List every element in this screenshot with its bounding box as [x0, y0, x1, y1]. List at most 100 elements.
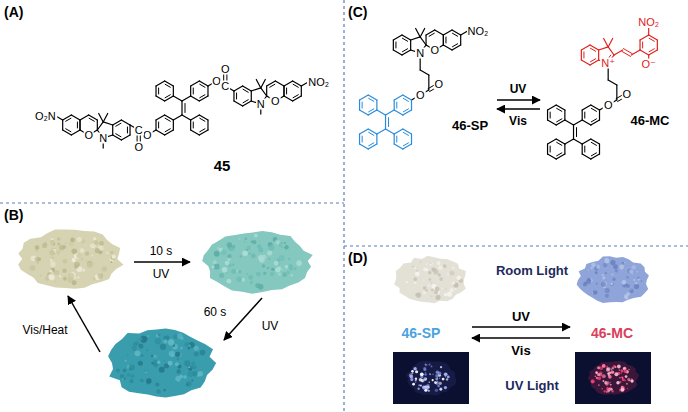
powder-grain	[425, 364, 427, 366]
bond-line	[362, 136, 363, 142]
powder-grain	[416, 270, 418, 272]
bond-line	[452, 44, 457, 47]
powder-grain	[157, 361, 160, 364]
bond-line	[420, 28, 425, 37]
bond-line	[284, 81, 293, 86]
powder-grain	[143, 336, 148, 341]
powder-grain	[450, 271, 455, 276]
powder-heap	[406, 361, 457, 396]
nitro-group: NO₂	[467, 26, 490, 37]
bond-line	[642, 42, 643, 48]
powder-grain	[227, 279, 232, 284]
bond-line	[283, 86, 284, 96]
panel-letter: (C)	[348, 4, 367, 20]
powder-grain	[607, 372, 609, 374]
label-text: Vis/Heat	[22, 323, 67, 337]
powder-grain	[259, 241, 260, 242]
reaction-arrow	[497, 108, 540, 110]
light-label: UV	[152, 268, 171, 280]
bond-line	[565, 120, 574, 125]
powder-grain	[445, 288, 447, 290]
powder-grain	[268, 258, 270, 260]
powder-grain	[418, 384, 420, 386]
bond-line	[181, 101, 182, 115]
powder-grain	[442, 288, 443, 289]
powder-grain	[146, 378, 151, 383]
powder-grain	[420, 261, 421, 262]
powder-heap	[577, 256, 649, 303]
powder-grain	[54, 270, 59, 275]
label-text: O	[430, 44, 439, 56]
powder-grain	[428, 271, 431, 274]
powder-grain	[446, 378, 448, 380]
light-label: Vis	[509, 115, 527, 127]
powder-grain	[595, 375, 596, 376]
bond-line	[191, 81, 200, 86]
light-label: Vis/Heat	[21, 324, 68, 336]
powder-grain	[251, 254, 256, 259]
powder-grain	[49, 250, 55, 256]
bond-line	[402, 49, 407, 52]
powder-grain	[606, 368, 610, 372]
powder-grain	[602, 364, 606, 368]
bond-line	[386, 129, 395, 134]
atom-label: O	[220, 64, 231, 75]
powder-grain	[151, 362, 153, 364]
powder-grain	[431, 289, 434, 292]
nitro-group: NO₂	[637, 17, 660, 28]
powder-grain	[99, 241, 104, 246]
bond-line	[396, 102, 397, 108]
powder-grain	[634, 284, 639, 289]
divider-line	[0, 202, 344, 203]
powder-grain	[278, 263, 280, 265]
powder-grain	[438, 263, 439, 264]
powder-grain	[97, 273, 103, 279]
bond-line	[581, 45, 590, 50]
bond-line	[443, 45, 452, 50]
powder-grain	[429, 262, 433, 266]
bond-line	[127, 127, 128, 133]
powder-grain	[80, 248, 85, 253]
powder-grain	[245, 237, 248, 240]
powder-grain	[80, 257, 83, 260]
powder-grain	[616, 381, 619, 384]
label-text: 45	[214, 157, 231, 174]
powder-grain	[184, 360, 190, 366]
powder-grain	[140, 379, 143, 382]
bond-line	[403, 132, 408, 135]
powder-grain	[71, 249, 77, 255]
powder-grain	[621, 376, 624, 379]
powder-grain	[428, 278, 431, 281]
powder-grain	[141, 338, 142, 339]
powder-grain	[93, 277, 97, 281]
bond-line	[79, 120, 80, 130]
bond-line	[394, 100, 395, 110]
powder-heap	[394, 256, 466, 304]
sample-photo	[575, 352, 651, 404]
powder-grain	[619, 381, 621, 383]
powder-grain	[611, 369, 612, 370]
bond-line	[394, 129, 403, 134]
bond-line	[369, 143, 374, 146]
bond-line	[403, 143, 408, 146]
powder-grain	[606, 366, 608, 368]
powder-grain	[628, 369, 629, 370]
powder-grain	[627, 378, 630, 381]
powder-grain	[151, 355, 154, 358]
bond-line	[190, 86, 191, 96]
atom-label: N	[415, 48, 425, 59]
powder-grain	[588, 269, 590, 271]
bond-line	[376, 100, 377, 110]
bond-line	[581, 60, 590, 65]
label-text: O	[271, 95, 280, 107]
powder-grain	[37, 262, 39, 264]
powder-grain	[155, 382, 159, 386]
powder-grain	[30, 265, 36, 271]
bond-line	[574, 139, 583, 144]
bond-line	[182, 115, 191, 120]
bond-line	[582, 139, 591, 144]
bond-line	[550, 112, 551, 118]
atom-label: N⁺	[600, 58, 616, 69]
powder-grain	[439, 382, 442, 385]
